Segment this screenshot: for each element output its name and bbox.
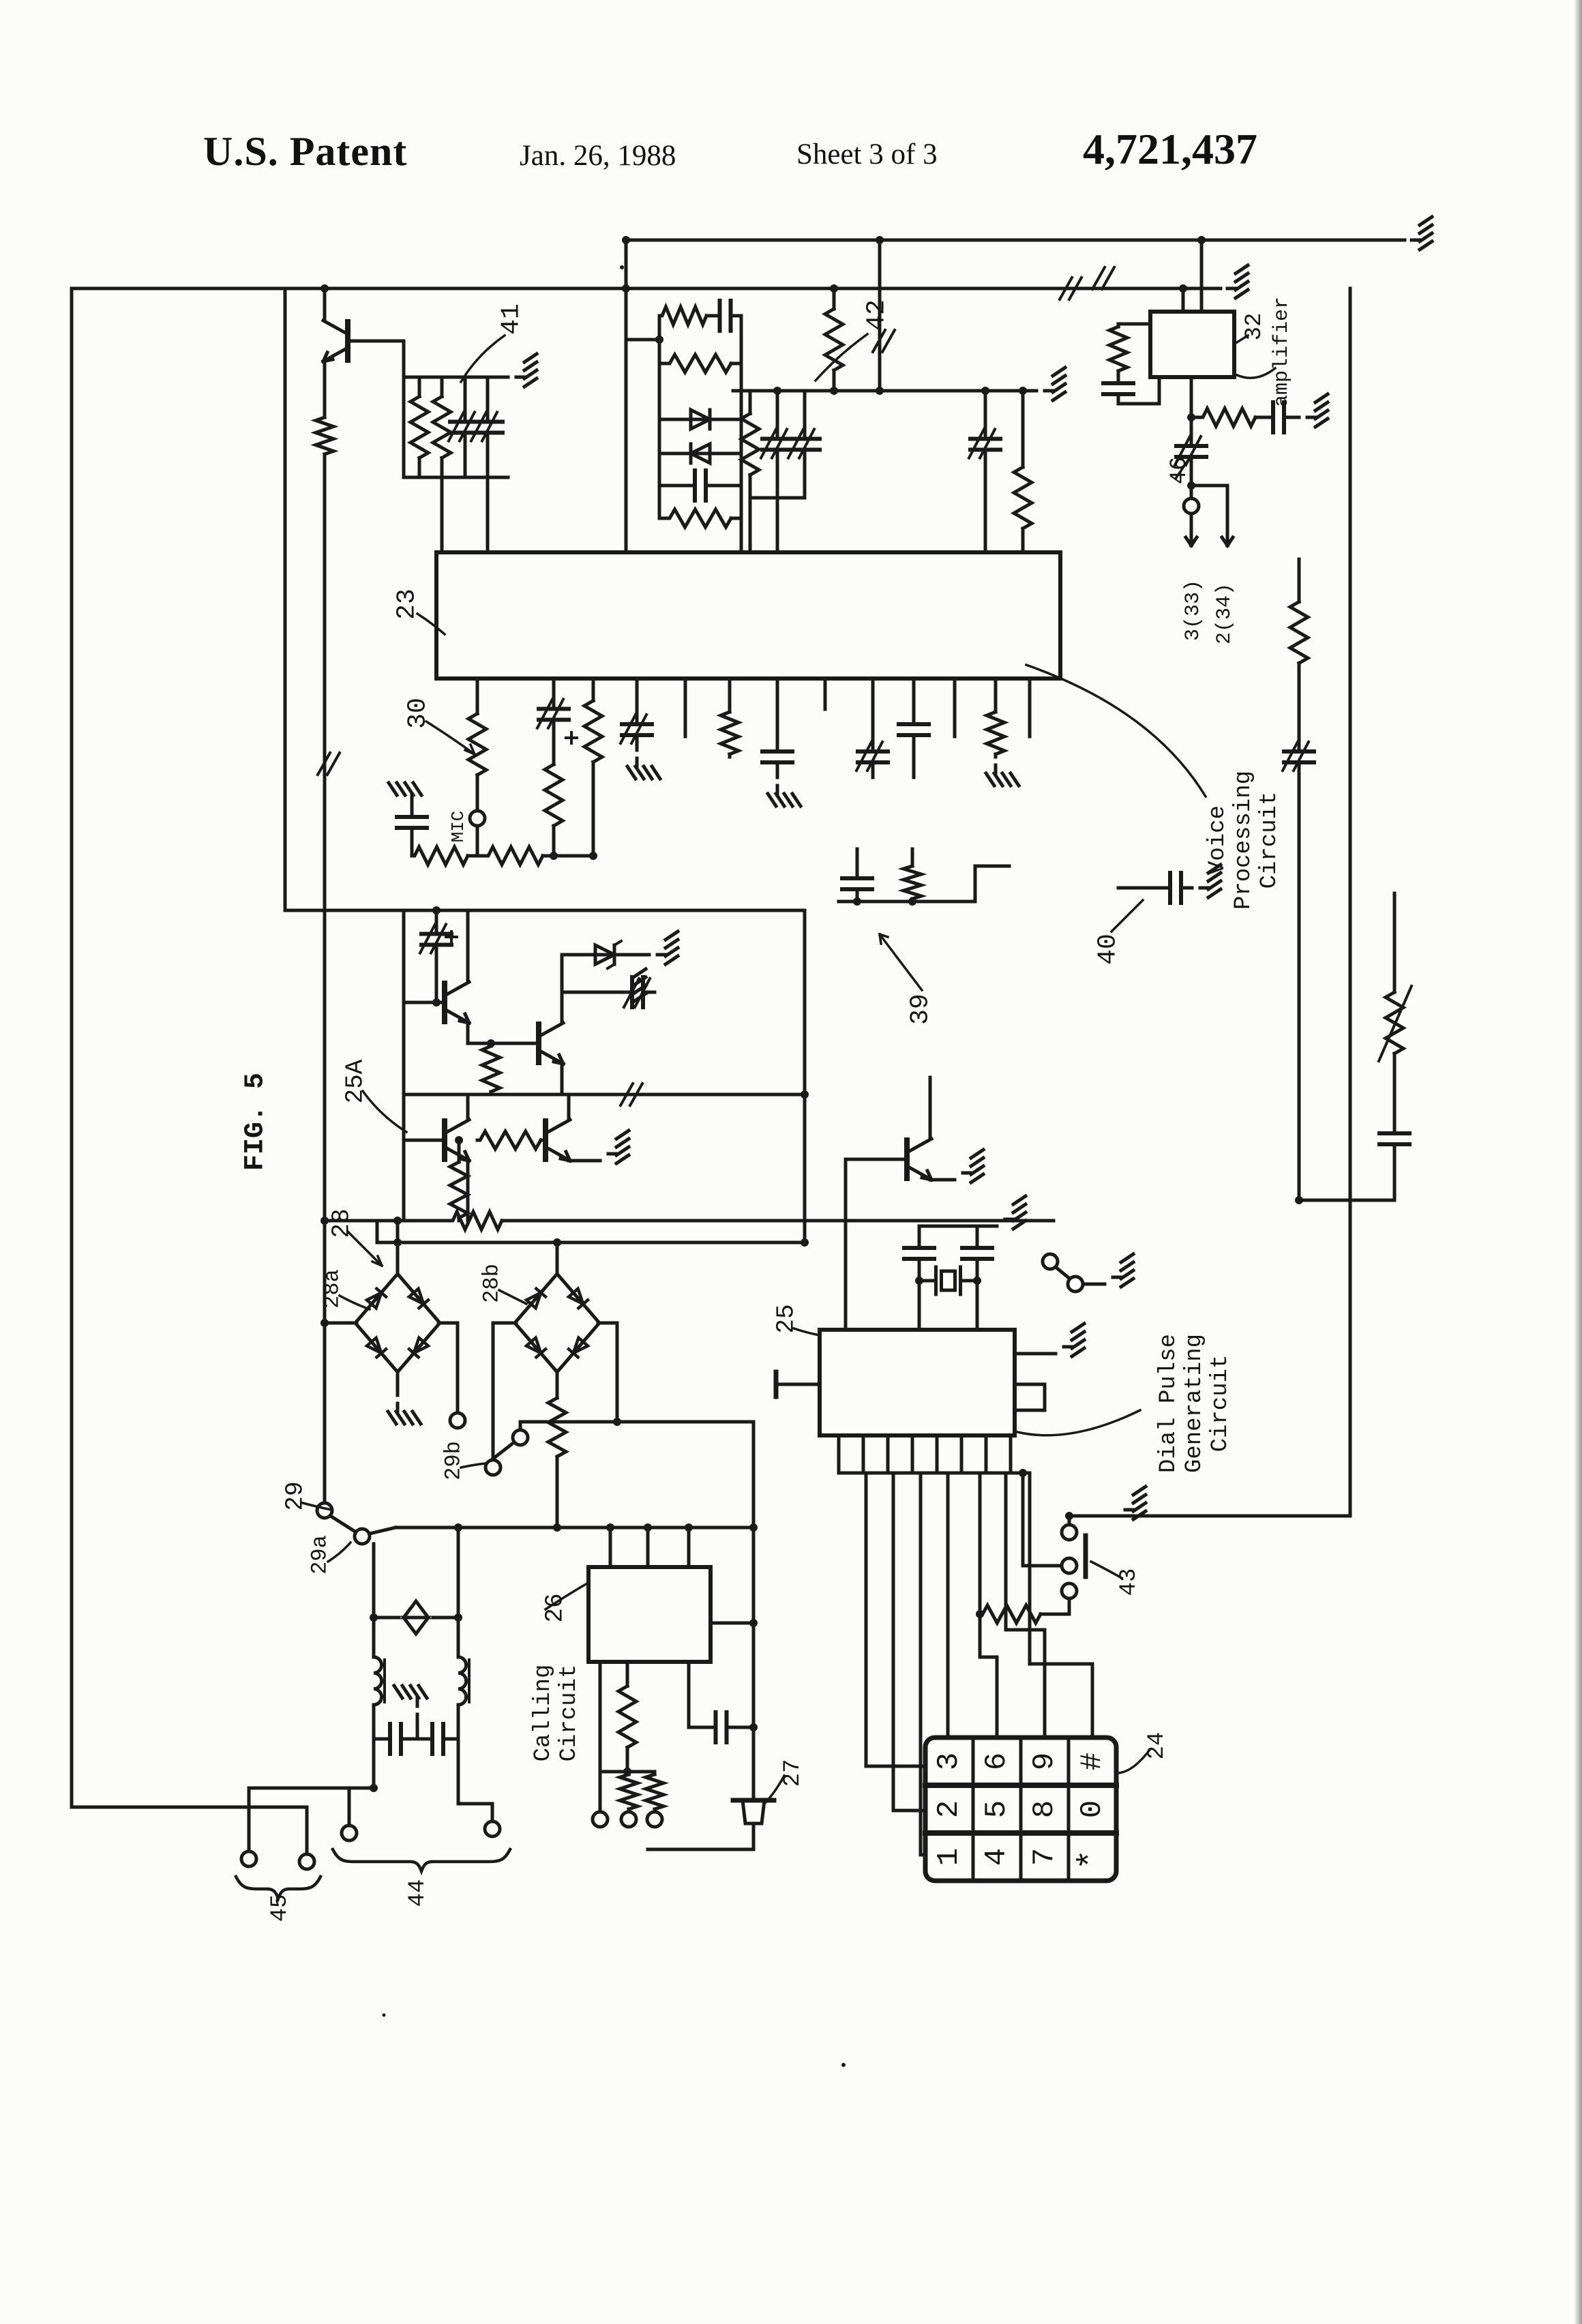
sheet-number: Sheet 3 of 3 xyxy=(796,138,938,170)
calling-circuit-line2: Circuit xyxy=(556,1665,582,1762)
page-title: U.S. Patent xyxy=(203,129,408,174)
mic-label: MIC xyxy=(448,811,468,843)
calling-circuit-line1: Calling xyxy=(531,1665,556,1762)
ref-39: 39 xyxy=(906,994,936,1025)
ref-30: 30 xyxy=(404,698,433,729)
voice-processing-line2: Processing xyxy=(1231,771,1257,910)
keypad-key-8: 8 xyxy=(1028,1800,1062,1818)
ref-29b: 29b xyxy=(441,1441,466,1480)
keypad-key-0: 0 xyxy=(1075,1800,1109,1818)
figure-label: FIG. 5 xyxy=(241,1073,271,1171)
ref-46: 46 xyxy=(1167,457,1193,485)
ref-24: 24 xyxy=(1144,1732,1170,1760)
ref-29a: 29a xyxy=(308,1535,333,1575)
ref-45: 45 xyxy=(267,1894,293,1922)
ref-25a: 25A xyxy=(342,1059,370,1103)
circuit-drawing xyxy=(70,214,1435,2067)
keypad-key-6: 6 xyxy=(980,1753,1014,1770)
dial-pulse-line2: Generating xyxy=(1182,1334,1208,1473)
patent-date: Jan. 26, 1988 xyxy=(520,140,676,172)
ref-43: 43 xyxy=(1116,1568,1142,1596)
ref-41: 41 xyxy=(497,303,526,335)
ref-32: 32 xyxy=(1242,313,1268,341)
ref-28b: 28b xyxy=(479,1264,505,1303)
keypad-key-1: 1 xyxy=(932,1848,966,1866)
voice-processing-line3: Circuit xyxy=(1257,792,1283,889)
dial-pulse-line3: Circuit xyxy=(1208,1355,1234,1452)
ref-25: 25 xyxy=(773,1304,801,1333)
ref-27: 27 xyxy=(780,1759,806,1787)
ref-40: 40 xyxy=(1094,934,1123,965)
dial-pulse-line1: Dial Pulse xyxy=(1156,1334,1182,1473)
patent-number: 4,721,437 xyxy=(1083,125,1257,173)
amplifier-label: amplifier xyxy=(1270,297,1294,407)
keypad-key-star: * xyxy=(1073,1849,1112,1870)
ref-42: 42 xyxy=(863,299,892,331)
ref-28: 28 xyxy=(328,1208,356,1238)
ref-44: 44 xyxy=(405,1879,431,1907)
ref-3-33: 3(33) xyxy=(1182,580,1205,641)
ref-29: 29 xyxy=(282,1481,310,1510)
ref-28a: 28a xyxy=(320,1269,345,1309)
keypad-key-7: 7 xyxy=(1028,1848,1062,1866)
keypad-key-9: 9 xyxy=(1028,1753,1062,1770)
voice-processing-line1: Voice xyxy=(1205,805,1231,875)
ref-2-34: 2(34) xyxy=(1213,583,1236,644)
figure-labels: FIG. 5 23 41 42 30 32 46 3(33) 2(34) 39 … xyxy=(241,297,1294,1922)
keypad-key-2: 2 xyxy=(932,1800,966,1818)
ref-26: 26 xyxy=(541,1593,569,1622)
keypad-key-4: 4 xyxy=(980,1848,1014,1866)
keypad-key-3: 3 xyxy=(932,1753,966,1770)
keypad-key-hash: # xyxy=(1075,1753,1109,1770)
keypad-key-5: 5 xyxy=(980,1800,1014,1818)
ref-23: 23 xyxy=(393,589,422,620)
